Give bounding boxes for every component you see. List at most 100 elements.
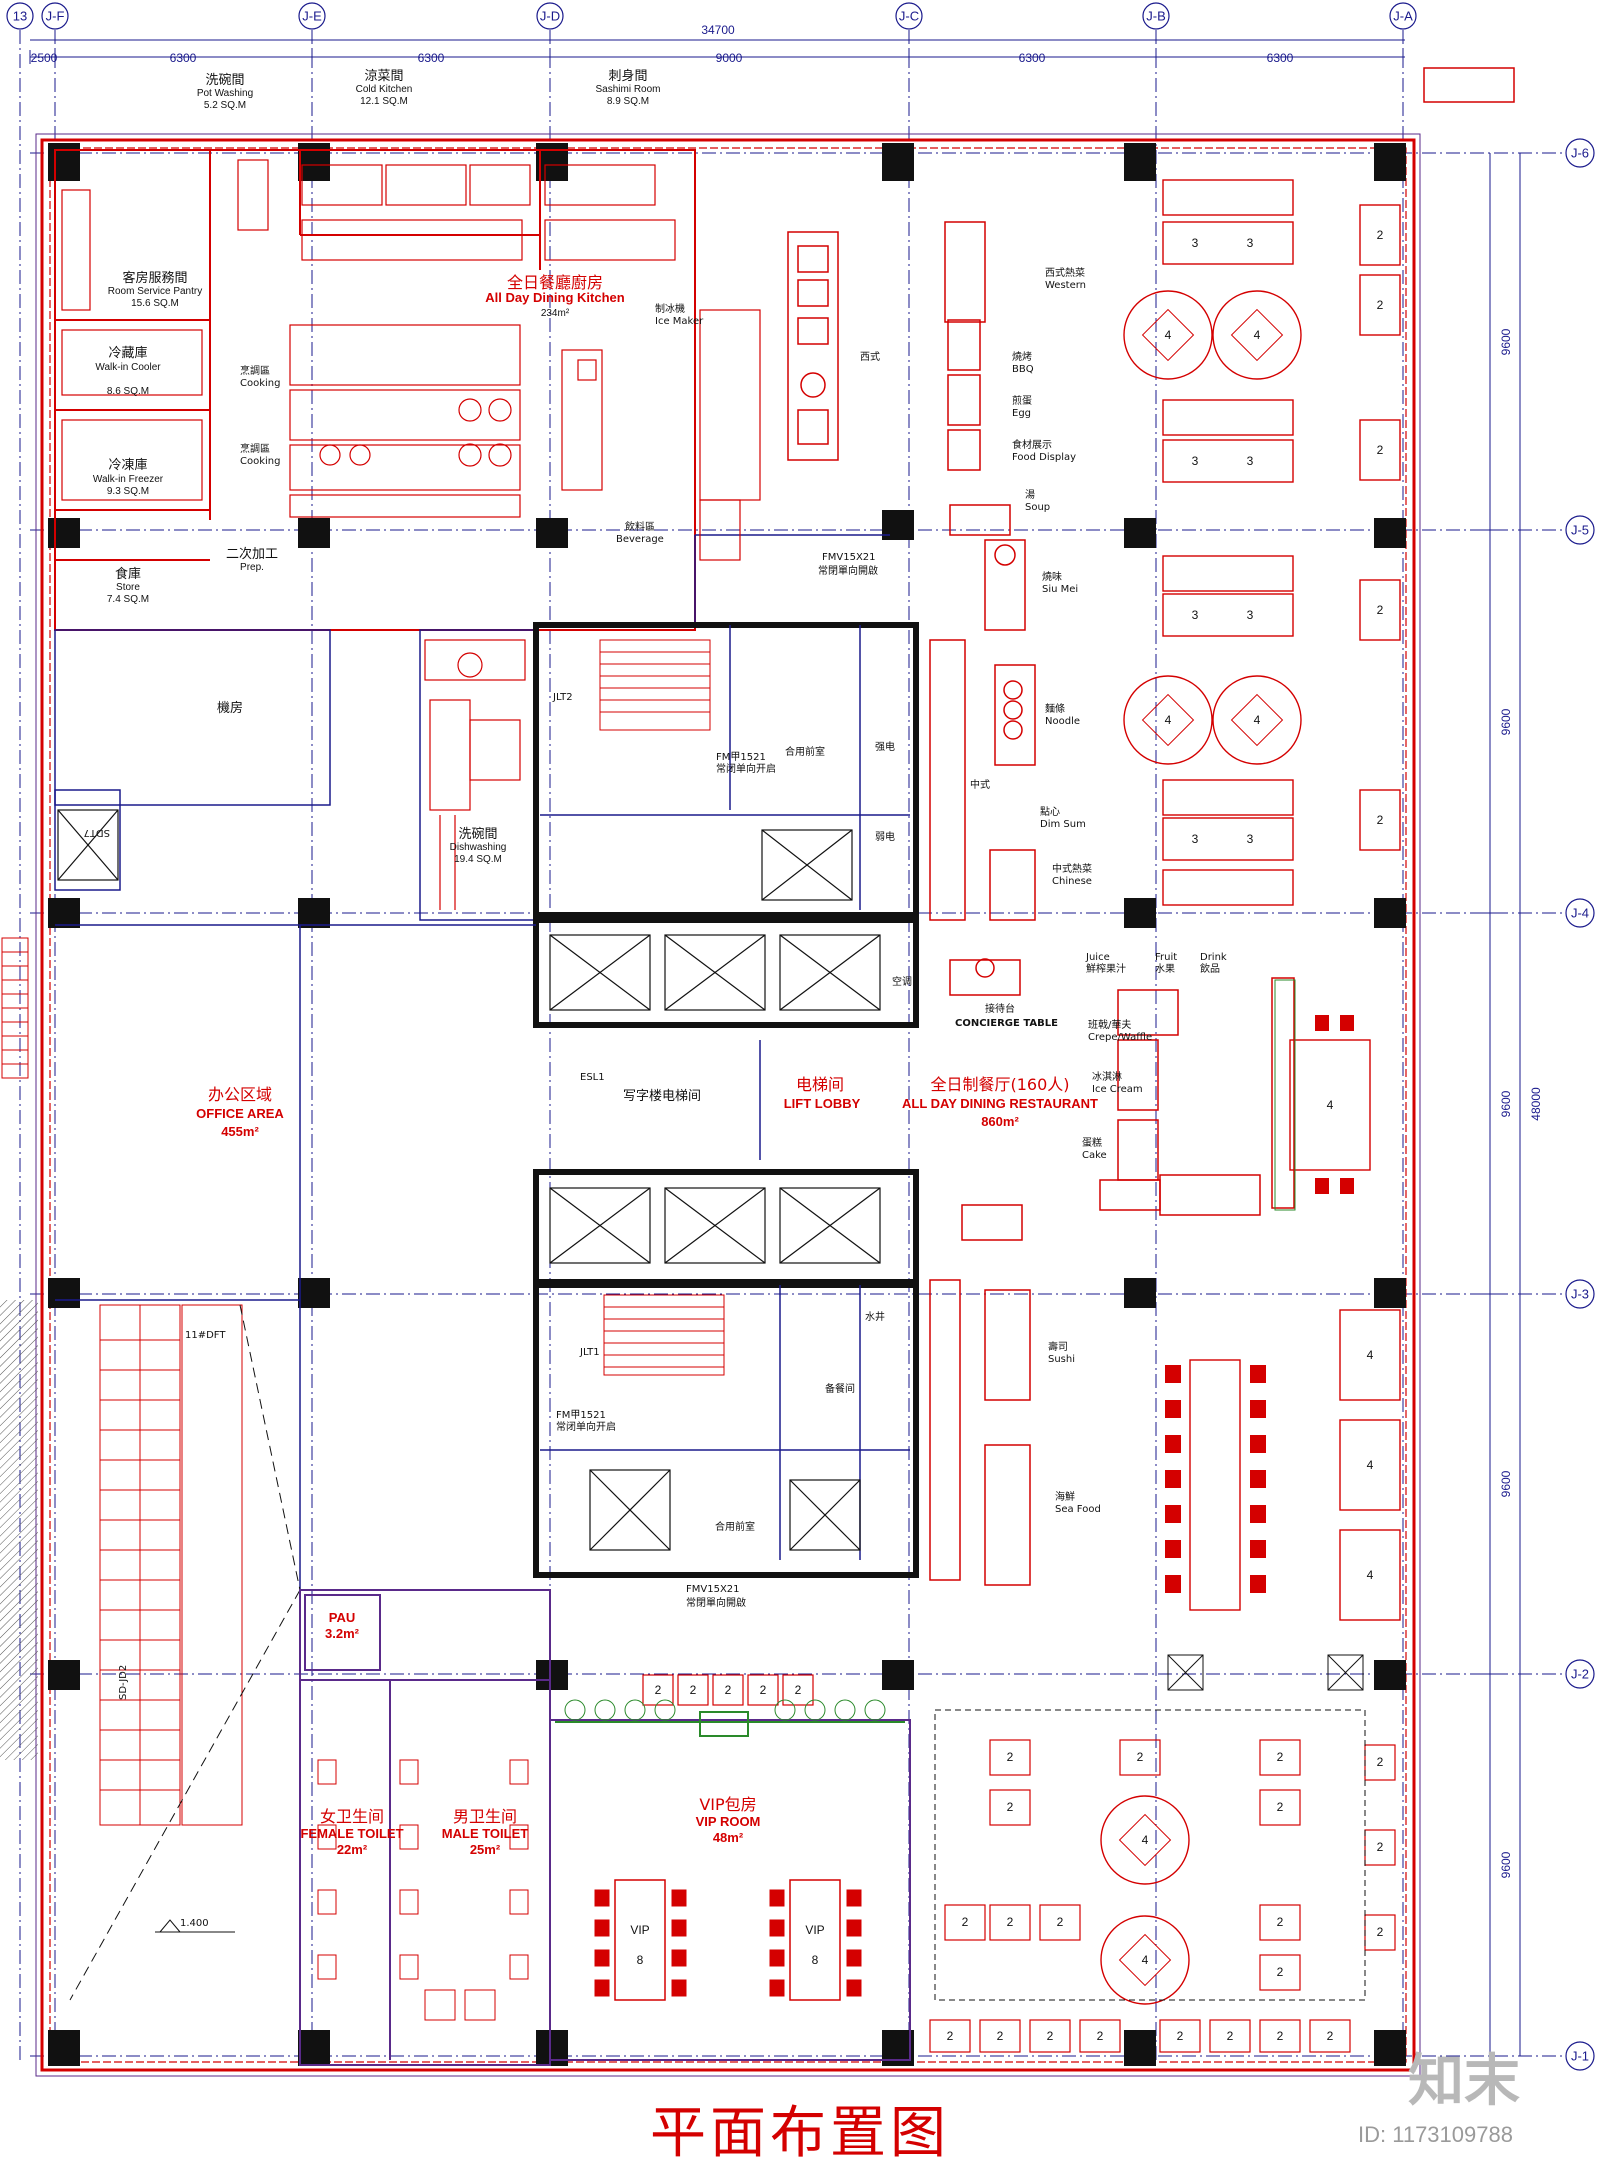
grid-column-label: J-D xyxy=(540,9,560,24)
two-seat-table-count: 2 xyxy=(1277,1915,1284,1929)
vip-table-label: VIP xyxy=(805,1923,824,1937)
room-area: 860m² xyxy=(981,1114,1019,1129)
row-spacing-dimension: 9600 xyxy=(1499,1090,1513,1117)
watermark-id: ID: 1173109788 xyxy=(1358,2122,1513,2147)
wall-booth-seats: 4 xyxy=(1367,1348,1374,1362)
room-label-en: FEMALE TOILET xyxy=(300,1826,403,1841)
station-label-en: Western xyxy=(1045,280,1086,291)
station-label: 班戟/華夫 xyxy=(1088,1018,1131,1031)
core-label: 合用前室 xyxy=(715,1520,755,1533)
grid-row-label: J-5 xyxy=(1571,523,1589,538)
room-label-cn: 冷藏庫 xyxy=(108,346,147,361)
round-table-seats: 4 xyxy=(1142,1953,1149,1967)
vip-tables xyxy=(614,1879,841,2001)
office-area-walls xyxy=(55,924,536,1590)
station-label-en: Egg xyxy=(1012,408,1031,419)
station-label: 鮮榨果汁 xyxy=(1086,962,1126,975)
station-label: 點心 xyxy=(1040,805,1060,818)
room-label-en: Walk-in Freezer xyxy=(93,474,164,485)
core-label: JLT2 xyxy=(552,692,573,703)
room-label-cn: 二次加工 xyxy=(226,546,278,562)
station-label: 湯 xyxy=(1025,488,1035,501)
station-label-en: Cake xyxy=(1082,1150,1107,1161)
two-seat-table-count: 2 xyxy=(1007,1800,1014,1814)
core-label: 合用前室 xyxy=(785,745,825,758)
round-table-seats: 4 xyxy=(1254,713,1261,727)
station-label-en: Dim Sum xyxy=(1040,819,1086,830)
room-label-cn: 全日餐廳廚房 xyxy=(507,273,603,292)
booth-seats: 3 xyxy=(1192,832,1199,846)
room-label-cn: 写字楼电梯间 xyxy=(623,1089,701,1104)
station-label-en: Siu Mei xyxy=(1042,584,1078,595)
row-spacing-dimension: 9600 xyxy=(1499,1851,1513,1878)
level-value: 1.400 xyxy=(180,1918,209,1929)
room-label-cn: 涼菜間 xyxy=(364,69,403,84)
vip-table-seats: 8 xyxy=(812,1953,819,1967)
room-label-en: MALE TOILET xyxy=(442,1826,528,1841)
two-seat-table-count: 2 xyxy=(1277,1800,1284,1814)
room-label-en: PAU xyxy=(329,1610,355,1625)
booth-seats: 3 xyxy=(1247,608,1254,622)
room-area: 48m² xyxy=(713,1830,744,1845)
station-label: 西式熱菜 xyxy=(1045,266,1085,279)
core-label: SD-JD2 xyxy=(118,1665,129,1700)
station-label-en: Chinese xyxy=(1052,876,1092,887)
planters xyxy=(564,979,1296,1721)
room-label-cn: 洗碗間 xyxy=(205,72,244,88)
room-label-en: OFFICE AREA xyxy=(196,1106,284,1121)
room-label-cn: 冷凍庫 xyxy=(108,457,147,473)
round-table-squares xyxy=(1118,308,1284,1987)
core-stairs xyxy=(599,639,725,1376)
room-label-cn: 機房 xyxy=(217,700,243,716)
core-label: SDT7 xyxy=(83,827,110,838)
grid-row-label: J-3 xyxy=(1571,1287,1589,1302)
grid-column-label: 13 xyxy=(13,9,27,24)
room-area: 12.1 SQ.M xyxy=(360,96,408,107)
grid-lines xyxy=(19,30,1565,2060)
room-area: 234m² xyxy=(541,308,570,319)
room-label-cn: VIP包房 xyxy=(699,1795,756,1814)
door-label: 常閉單向開啟 xyxy=(818,564,878,577)
room-label-en: Walk-in Cooler xyxy=(95,362,161,373)
door-label: 常闭单向开启 xyxy=(716,762,776,775)
core-label: 水井 xyxy=(865,1310,885,1323)
booth-seats: 3 xyxy=(1192,454,1199,468)
door-label: FMV15X21 xyxy=(822,552,876,563)
station-label-en: Soup xyxy=(1025,502,1050,513)
room-label-cn: 男卫生间 xyxy=(453,1807,517,1826)
column-spacing-dimension: 6300 xyxy=(418,51,445,65)
door-label: FMV15X21 xyxy=(686,1584,740,1595)
column-spacing-dimension: 6300 xyxy=(1019,51,1046,65)
station-label: 燒味 xyxy=(1042,570,1062,583)
grid-row-label: J-4 xyxy=(1571,906,1589,921)
station-label-en: Cooking xyxy=(240,378,280,389)
room-label-en: Store xyxy=(116,582,140,593)
vip-table-label: VIP xyxy=(630,1923,649,1937)
overall-height-dimension: 48000 xyxy=(1529,1087,1543,1121)
station-label-en: Beverage xyxy=(616,534,664,545)
grid-column-label: J-B xyxy=(1146,9,1166,24)
station-label-en: Sushi xyxy=(1048,1354,1075,1365)
door-label: 常闭单向开启 xyxy=(556,1420,616,1433)
round-table-seats: 4 xyxy=(1165,713,1172,727)
two-seat-table-count: 2 xyxy=(1057,1915,1064,1929)
two-seat-table-count: 2 xyxy=(1177,2029,1184,2043)
two-seat-tables xyxy=(642,1674,1396,2053)
grid-row-bubbles xyxy=(1565,138,1595,2071)
concierge-table xyxy=(949,958,1023,1241)
core-label: 强电 xyxy=(875,740,895,753)
room-area: 15.6 SQ.M xyxy=(131,298,179,309)
two-seat-table-count: 2 xyxy=(1137,1750,1144,1764)
room-area: 9.3 SQ.M xyxy=(107,486,149,497)
two-seat-table-count: 2 xyxy=(962,1915,969,1929)
wall-booth-seats: 4 xyxy=(1367,1568,1374,1582)
station-label-en: CONCIERGE TABLE xyxy=(955,1018,1058,1029)
two-seat-table-count: 2 xyxy=(1327,2029,1334,2043)
grid-column-label: J-F xyxy=(46,9,65,24)
station-label-en: Sea Food xyxy=(1055,1504,1101,1515)
room-area: 22m² xyxy=(337,1842,368,1857)
escalator-void-lines xyxy=(69,1304,301,2001)
station-label: 壽司 xyxy=(1048,1340,1068,1353)
two-seat-table-count: 2 xyxy=(655,1683,662,1697)
exterior-equipment-pad xyxy=(1423,67,1515,103)
